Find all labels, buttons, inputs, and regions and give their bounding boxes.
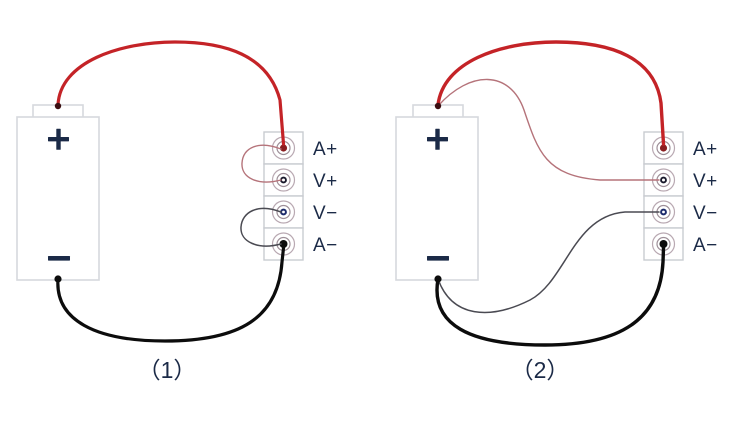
battery-minus-node bbox=[54, 275, 62, 283]
wire-panel1-jumper-v-minus-a-minus bbox=[240, 207, 282, 247]
battery-minus-sign bbox=[427, 256, 449, 261]
terminal-label-a-minus: A− bbox=[693, 235, 718, 256]
wire-panel2-plus-to-a-plus bbox=[436, 40, 666, 146]
terminal-label-v-plus: V+ bbox=[313, 171, 338, 192]
wire-panel1-jumper-a-plus-v-plus bbox=[241, 144, 282, 183]
panel-2-terminal-block bbox=[643, 131, 684, 261]
battery-minus-sign bbox=[48, 256, 70, 261]
terminal-screw-v-minus[interactable] bbox=[651, 200, 676, 224]
wire-panel1-plus-to-a-plus bbox=[56, 40, 286, 146]
terminal-label-a-minus: A− bbox=[313, 235, 338, 256]
wire-panel1-minus-to-a-minus bbox=[56, 246, 286, 343]
wire-panel2-plus-to-v-plus bbox=[437, 78, 660, 181]
terminal-screw-a-minus[interactable] bbox=[271, 232, 296, 256]
terminal-screw-v-minus[interactable] bbox=[271, 200, 296, 224]
terminal-label-v-minus: V− bbox=[693, 203, 718, 224]
terminal-label-v-minus: V− bbox=[313, 203, 338, 224]
panel-1-battery bbox=[16, 104, 100, 281]
battery-plus-node bbox=[434, 102, 442, 110]
terminal-screw-v-plus[interactable] bbox=[271, 168, 296, 192]
terminal-label-v-plus: V+ bbox=[693, 171, 718, 192]
terminal-screw-a-plus[interactable] bbox=[651, 136, 676, 160]
battery-plus-node bbox=[54, 102, 62, 110]
battery-plus-sign bbox=[427, 128, 448, 150]
terminal-label-a-plus: A+ bbox=[693, 139, 718, 160]
panel-1-caption: （1） bbox=[138, 357, 197, 383]
panel-2-battery bbox=[395, 104, 479, 281]
battery-plus-sign bbox=[48, 128, 69, 150]
terminal-label-a-plus: A+ bbox=[313, 139, 338, 160]
wire-panel2-minus-to-v-minus bbox=[437, 211, 660, 314]
battery-minus-node bbox=[434, 275, 442, 283]
wire-panel2-minus-to-a-minus bbox=[435, 246, 666, 347]
panel-1-terminal-block bbox=[263, 131, 304, 261]
panel-2-caption: （2） bbox=[511, 357, 570, 383]
